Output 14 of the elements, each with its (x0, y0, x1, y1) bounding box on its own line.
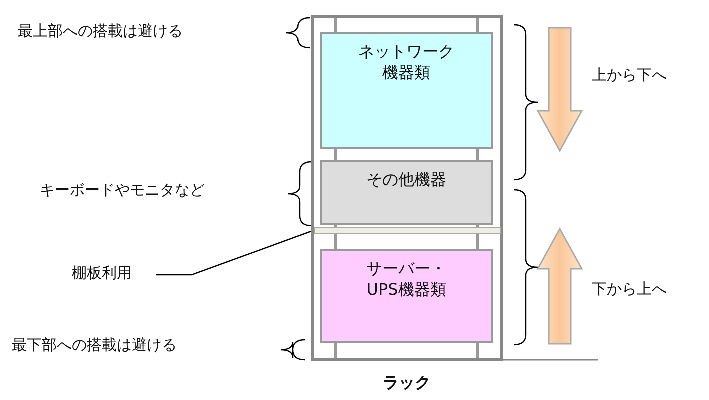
equipment-label: その他機器 (366, 170, 446, 189)
note-text: 最下部への搭載は避ける (12, 336, 177, 355)
rack-label: ラック (382, 373, 432, 394)
shelf-board (314, 227, 501, 234)
equipment-label: ネットワーク機器類 (358, 42, 454, 82)
equipment-box (320, 160, 493, 225)
note-text: 下から上へ (592, 280, 667, 299)
equipment-box (320, 32, 493, 149)
equipment-label: サーバー・UPS機器類 (366, 259, 446, 299)
equipment-box (320, 249, 493, 343)
callout-label: 棚板利用 (72, 264, 132, 282)
note-text: 上から下へ (592, 66, 667, 85)
note-text: キーボードやモニタなど (40, 181, 205, 200)
note-text: 最上部への搭載は避ける (18, 22, 183, 41)
